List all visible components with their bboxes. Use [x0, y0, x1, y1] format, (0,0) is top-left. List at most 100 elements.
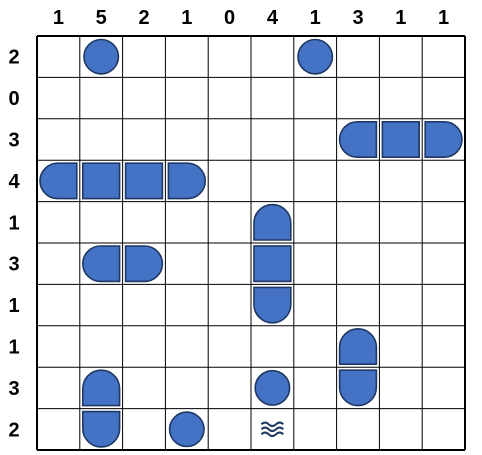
grid-cell[interactable]	[122, 118, 166, 161]
grid-cell[interactable]	[37, 408, 80, 450]
row-clue: 2	[8, 47, 19, 69]
grid-cell[interactable]	[336, 201, 380, 243]
grid-cell[interactable]	[422, 284, 465, 326]
grid-cell[interactable]	[379, 284, 423, 326]
grid-cell[interactable]	[208, 325, 251, 368]
grid-cell[interactable]	[422, 201, 465, 243]
grid-cell[interactable]	[379, 77, 423, 119]
grid-cell[interactable]	[37, 36, 80, 78]
grid-cell[interactable]	[122, 77, 166, 119]
ship-end-right-icon	[424, 121, 463, 158]
grid-cell[interactable]	[208, 77, 251, 119]
column-clue: 3	[352, 7, 363, 29]
grid-cell[interactable]	[208, 118, 251, 161]
grid-cell[interactable]	[293, 77, 337, 119]
grid-cell[interactable]	[379, 408, 423, 450]
grid-cell[interactable]	[122, 408, 166, 450]
grid-cell[interactable]	[251, 160, 294, 202]
grid-cell[interactable]	[208, 160, 251, 202]
grid-cell[interactable]	[336, 77, 380, 119]
grid-cell[interactable]	[293, 201, 337, 243]
grid-cell[interactable]	[165, 367, 209, 409]
grid-cell[interactable]	[422, 77, 465, 119]
grid-cell[interactable]	[79, 284, 123, 326]
grid-cell[interactable]	[251, 77, 294, 119]
grid-cell[interactable]	[251, 118, 294, 161]
grid-cell[interactable]	[79, 118, 123, 161]
grid-cell[interactable]	[293, 325, 337, 368]
grid-cell[interactable]	[208, 243, 251, 285]
grid-cell[interactable]	[336, 243, 380, 285]
grid-cell[interactable]	[37, 243, 80, 285]
grid-cell[interactable]	[208, 36, 251, 78]
row-clue: 2	[8, 419, 19, 441]
grid-cell[interactable]	[122, 367, 166, 409]
ship-end-left-icon	[39, 162, 78, 200]
grid-cell[interactable]	[336, 36, 380, 78]
grid-cell[interactable]	[379, 243, 423, 285]
grid-cell[interactable]	[293, 118, 337, 161]
grid-cell[interactable]	[37, 367, 80, 409]
grid-cell[interactable]	[165, 284, 209, 326]
grid-cell[interactable]	[422, 243, 465, 285]
grid-cell[interactable]	[165, 325, 209, 368]
grid-cell[interactable]	[37, 77, 80, 119]
grid-cell[interactable]	[165, 77, 209, 119]
grid-cell[interactable]	[208, 284, 251, 326]
grid-cell[interactable]	[251, 408, 294, 450]
grid-cell[interactable]	[122, 36, 166, 78]
grid-lines	[36, 35, 466, 451]
grid-cell[interactable]	[165, 36, 209, 78]
grid-cell[interactable]	[379, 201, 423, 243]
grid-cell[interactable]	[208, 408, 251, 450]
grid-cell[interactable]	[379, 325, 423, 368]
column-clue: 2	[138, 7, 149, 29]
grid-cell[interactable]	[293, 243, 337, 285]
grid-cell[interactable]	[422, 367, 465, 409]
grid-cell[interactable]	[165, 201, 209, 243]
grid-cell[interactable]	[379, 36, 423, 78]
grid-cell[interactable]	[293, 160, 337, 202]
ship-single-icon	[83, 38, 120, 75]
grid-cell[interactable]	[293, 367, 337, 409]
grid-cell[interactable]	[379, 160, 423, 202]
ship-middle-icon	[381, 121, 420, 159]
grid-cell[interactable]	[422, 36, 465, 78]
grid-cell[interactable]	[122, 201, 166, 243]
grid-cell[interactable]	[37, 201, 80, 243]
grid-cell[interactable]	[37, 325, 80, 368]
grid-cell[interactable]	[251, 325, 294, 368]
grid-cell[interactable]	[208, 201, 251, 243]
grid-cell[interactable]	[336, 284, 380, 326]
grid-cell[interactable]	[251, 36, 294, 78]
ship-end-left-icon	[82, 245, 121, 283]
grid-cell[interactable]	[379, 367, 423, 409]
column-clue: 1	[181, 7, 192, 29]
row-clue: 1	[8, 295, 19, 317]
ship-middle-icon	[253, 245, 292, 283]
column-clue: 0	[224, 7, 235, 29]
ship-single-icon	[297, 38, 334, 75]
water-icon	[260, 421, 284, 438]
grid-cell[interactable]	[336, 408, 380, 450]
grid-cell[interactable]	[122, 284, 166, 326]
grid-cell[interactable]	[122, 325, 166, 368]
grid-cell[interactable]	[293, 408, 337, 450]
grid-cell[interactable]	[293, 284, 337, 326]
grid-cell[interactable]	[79, 77, 123, 119]
grid-cell[interactable]	[79, 325, 123, 368]
ship-end-top-icon	[82, 369, 121, 407]
grid-cell[interactable]	[165, 243, 209, 285]
grid-cell[interactable]	[422, 160, 465, 202]
grid-cell[interactable]	[165, 118, 209, 161]
grid-cell[interactable]	[208, 367, 251, 409]
grid-cell[interactable]	[79, 201, 123, 243]
grid-cell[interactable]	[37, 118, 80, 161]
grid-cell[interactable]	[422, 408, 465, 450]
grid-cell[interactable]	[37, 284, 80, 326]
grid-cell[interactable]	[336, 160, 380, 202]
ship-end-bottom-icon	[82, 410, 121, 448]
grid-cell[interactable]	[422, 325, 465, 368]
